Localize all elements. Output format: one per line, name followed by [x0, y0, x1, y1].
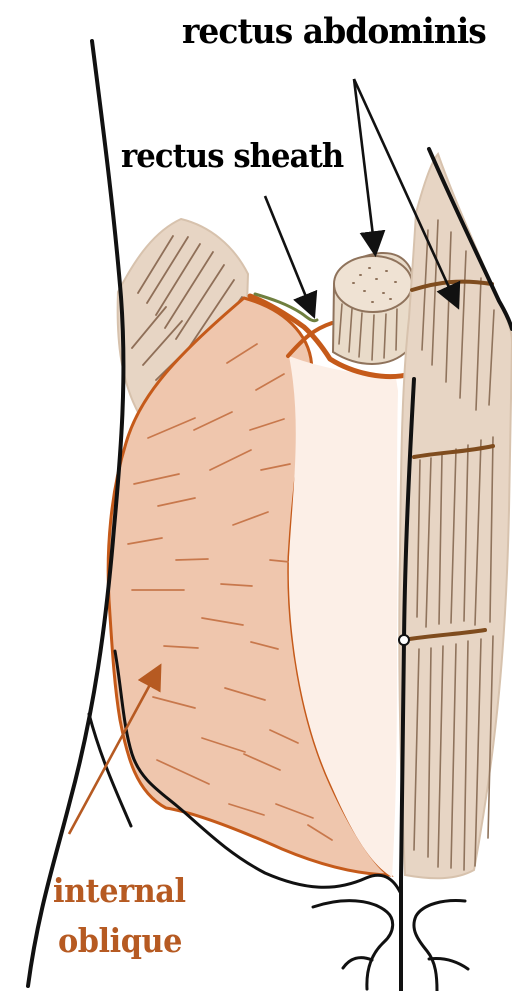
rectus-abdominis-cut-surface: [334, 256, 412, 312]
rectus-abdominis-label: rectus abdominis: [182, 14, 486, 49]
umbilicus-marker: [399, 635, 409, 645]
internal-oblique-label-line-1: internal: [53, 874, 186, 907]
internal-oblique-label-line-2: oblique: [58, 924, 182, 957]
rectus-sheath-label: rectus sheath: [121, 139, 343, 172]
